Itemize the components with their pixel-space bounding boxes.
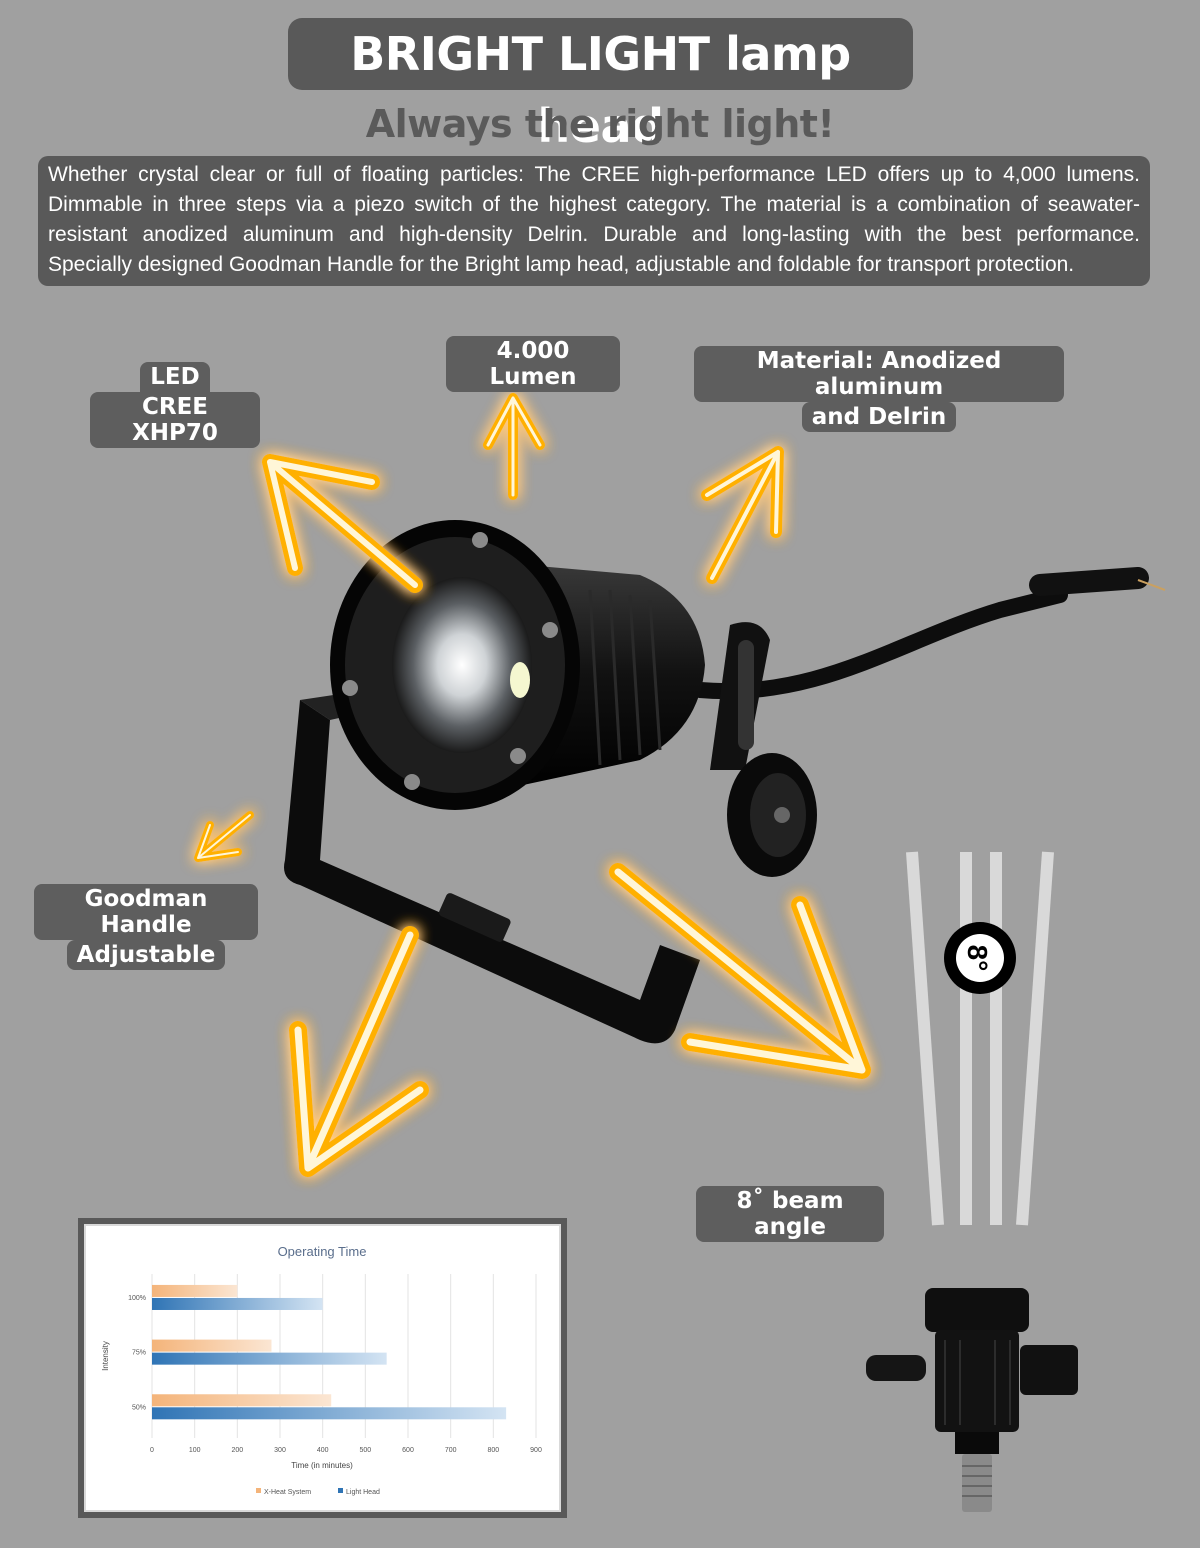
intro-line: Dimmable in three steps via a piezo swit… bbox=[48, 193, 1140, 216]
beam-lines bbox=[906, 851, 1054, 1226]
chart-legend-label: X-Heat System bbox=[264, 1489, 311, 1496]
beam-angle-icon-text: 8° bbox=[962, 945, 993, 972]
intro-line: Whether crystal clear or full of floatin… bbox=[48, 163, 1140, 186]
chart-bars bbox=[152, 1284, 507, 1420]
callout-lumen-text: 4.000 Lumen bbox=[446, 336, 620, 392]
chart-bar bbox=[152, 1284, 238, 1297]
intro-line: Specially designed Goodman Handle for th… bbox=[48, 253, 1075, 276]
chart-xtick-label: 800 bbox=[487, 1447, 499, 1454]
chart-xtick-label: 700 bbox=[445, 1447, 457, 1454]
arrow-led-core bbox=[267, 459, 418, 588]
operating-time-chart-panel: Operating Time 100% 75% 50% 0 100 200 300 400 5… bbox=[84, 1224, 561, 1512]
page-subtitle: Always the right light! bbox=[365, 102, 835, 146]
chart-xtick-label: 400 bbox=[317, 1447, 329, 1454]
chart-xtick-label: 300 bbox=[274, 1447, 286, 1454]
chart-ylabel: Intensity bbox=[101, 1341, 110, 1371]
arrows bbox=[194, 393, 871, 1177]
chart-yticks: 100% 75% 50% bbox=[128, 1295, 146, 1411]
chart-legend: X-Heat System Light Head bbox=[256, 1488, 380, 1496]
chart-bar bbox=[152, 1394, 332, 1407]
chart-xtick-label: 900 bbox=[530, 1447, 542, 1454]
intro-line: resistant anodized aluminum and high-den… bbox=[48, 223, 1140, 246]
chart-title: Operating Time bbox=[278, 1244, 367, 1259]
chart-xtick-label: 100 bbox=[189, 1447, 201, 1454]
chart-ytick-label: 50% bbox=[132, 1404, 146, 1411]
callout-led-line1: LED bbox=[140, 362, 210, 392]
chart-legend-label: Light Head bbox=[346, 1489, 380, 1496]
chart-xlabel: Time (in minutes) bbox=[291, 1461, 353, 1470]
chart-xtick-label: 600 bbox=[402, 1447, 414, 1454]
chart-legend-swatch bbox=[338, 1488, 343, 1493]
adjust-knob bbox=[710, 622, 817, 877]
chart-xtick-label: 0 bbox=[150, 1447, 154, 1454]
callout-material-line2: and Delrin bbox=[801, 402, 957, 432]
callout-beam-text: 8˚ beam angle bbox=[696, 1186, 884, 1242]
chart-xticks: 0 100 200 300 400 500 600 700 800 900 bbox=[150, 1447, 542, 1454]
chart-legend-swatch bbox=[256, 1488, 261, 1493]
callout-handle-line2: Adjustable bbox=[66, 940, 226, 970]
callout-handle: Goodman Handle Adjustable bbox=[34, 884, 258, 970]
chart-bar bbox=[152, 1352, 387, 1365]
operating-time-chart-frame: Operating Time 100% 75% 50% 0 100 200 300 400 5… bbox=[78, 1218, 567, 1518]
chart-xtick-label: 500 bbox=[359, 1447, 371, 1454]
chart-bar bbox=[152, 1407, 507, 1420]
beam-angle-icon bbox=[944, 922, 1016, 994]
chart-bar bbox=[152, 1297, 323, 1310]
callout-beam: 8˚ beam angle bbox=[696, 1186, 884, 1242]
chart-ytick-label: 100% bbox=[128, 1295, 146, 1302]
lamp-body bbox=[330, 520, 705, 810]
chart-ytick-label: 75% bbox=[132, 1350, 146, 1357]
callout-material-line1: Material: Anodized aluminum bbox=[694, 346, 1064, 402]
callout-material: Material: Anodized aluminum and Delrin bbox=[694, 346, 1064, 432]
callout-led-line2: CREE XHP70 bbox=[90, 392, 260, 448]
callout-lumen: 4.000 Lumen bbox=[446, 336, 620, 392]
chart-bar bbox=[152, 1339, 272, 1352]
small-lamp-image bbox=[866, 1288, 1078, 1512]
intro-paragraph: Whether crystal clear or full of floatin… bbox=[38, 156, 1150, 286]
chart-xtick-label: 200 bbox=[231, 1447, 243, 1454]
callout-led: LED CREE XHP70 bbox=[90, 362, 260, 448]
operating-time-chart: Operating Time 100% 75% 50% 0 100 200 300 400 5… bbox=[101, 1244, 542, 1496]
page-title: BRIGHT LIGHT lamp head bbox=[288, 18, 913, 153]
callout-handle-line1: Goodman Handle bbox=[34, 884, 258, 940]
